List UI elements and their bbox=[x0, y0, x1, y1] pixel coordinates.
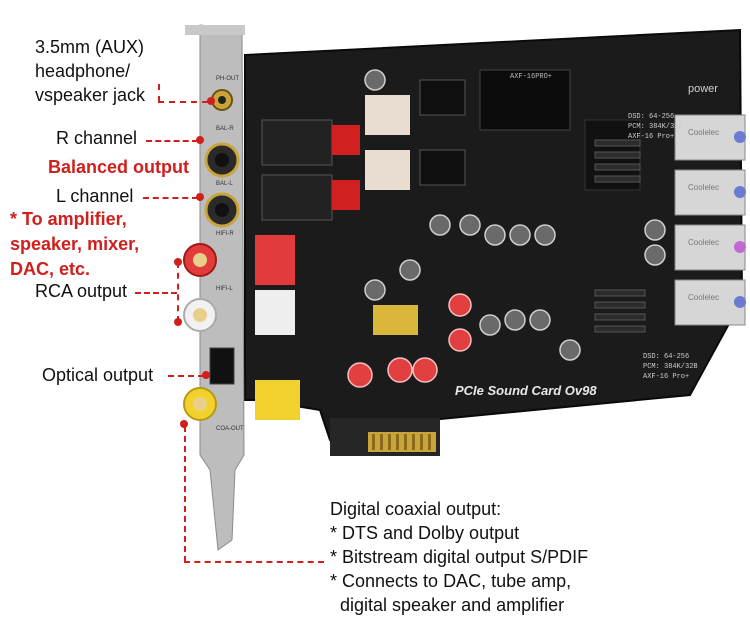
board-spec-5: PCM: 384K/32B bbox=[628, 123, 683, 131]
rca-leader-v bbox=[177, 262, 179, 322]
l-channel-leader bbox=[143, 197, 198, 199]
aux-label-line1: 3.5mm (AUX) bbox=[35, 37, 145, 57]
coax-item-4: digital speaker and amplifier bbox=[330, 595, 565, 615]
module-label-1: Coolelec bbox=[688, 128, 719, 137]
coax-description: Digital coaxial output: * DTS and Dolby … bbox=[330, 497, 588, 617]
r-channel-leader bbox=[146, 140, 198, 142]
bracket-label-2: BAL-R bbox=[216, 126, 234, 132]
board-spec-2: PCM: 384K/32B bbox=[643, 363, 698, 371]
rca-output-label: RCA output bbox=[35, 281, 128, 301]
coax-item-2: * Bitstream digital output S/PDIF bbox=[330, 547, 589, 567]
amp-note-line2: speaker, mixer, bbox=[10, 234, 140, 254]
l-channel-label: L channel bbox=[56, 186, 134, 206]
bracket-label-4: HIFI-R bbox=[216, 231, 234, 237]
board-power-text: power bbox=[688, 83, 718, 95]
optical-leader bbox=[168, 375, 204, 377]
coax-title: Digital coaxial output: bbox=[330, 499, 502, 519]
board-spec-4: DSD: 64-256 bbox=[628, 113, 674, 121]
amp-note-line3: DAC, etc. bbox=[10, 259, 91, 279]
l-channel-dot bbox=[196, 193, 204, 201]
aux-leader-h bbox=[158, 101, 208, 103]
rca-leader-h bbox=[135, 292, 177, 294]
aux-leader-v bbox=[158, 84, 160, 102]
board-spec-6: AXF-16 Pro+ bbox=[628, 133, 674, 141]
module-label-4: Coolelec bbox=[688, 293, 719, 302]
coax-leader-h bbox=[184, 561, 324, 563]
board-spec-1: DSD: 64-256 bbox=[643, 353, 689, 361]
coax-leader-v bbox=[184, 426, 186, 562]
rca-dot-bottom bbox=[174, 318, 182, 326]
aux-label-line2: headphone/ bbox=[35, 61, 131, 81]
coax-item-1: * DTS and Dolby output bbox=[330, 523, 520, 543]
bracket-label-1: PH-OUT bbox=[216, 76, 239, 82]
module-label-2: Coolelec bbox=[688, 183, 719, 192]
rca-dot-top bbox=[174, 258, 182, 266]
balanced-output-label: Balanced output bbox=[48, 157, 190, 177]
module-label-3: Coolelec bbox=[688, 238, 719, 247]
bracket-label-5: HIFI-L bbox=[216, 286, 233, 292]
board-spec-3: AXF-16 Pro+ bbox=[643, 373, 689, 381]
optical-dot bbox=[202, 371, 210, 379]
board-product-text: PCIe Sound Card Ov98 bbox=[455, 383, 597, 398]
coax-dot bbox=[180, 420, 188, 428]
bracket-label-6: COA-OUT bbox=[216, 426, 244, 432]
aux-label-line3: vspeaker jack bbox=[35, 85, 146, 105]
aux-leader-dot bbox=[207, 97, 215, 105]
amp-note-line1: * To amplifier, bbox=[10, 209, 127, 229]
coax-item-3: * Connects to DAC, tube amp, bbox=[330, 571, 572, 591]
r-channel-label: R channel bbox=[56, 128, 138, 148]
board-chip-text: AXF-16PRO+ bbox=[510, 73, 552, 81]
optical-output-label: Optical output bbox=[42, 365, 154, 385]
r-channel-dot bbox=[196, 136, 204, 144]
bracket-label-3: BAL-L bbox=[216, 181, 233, 187]
